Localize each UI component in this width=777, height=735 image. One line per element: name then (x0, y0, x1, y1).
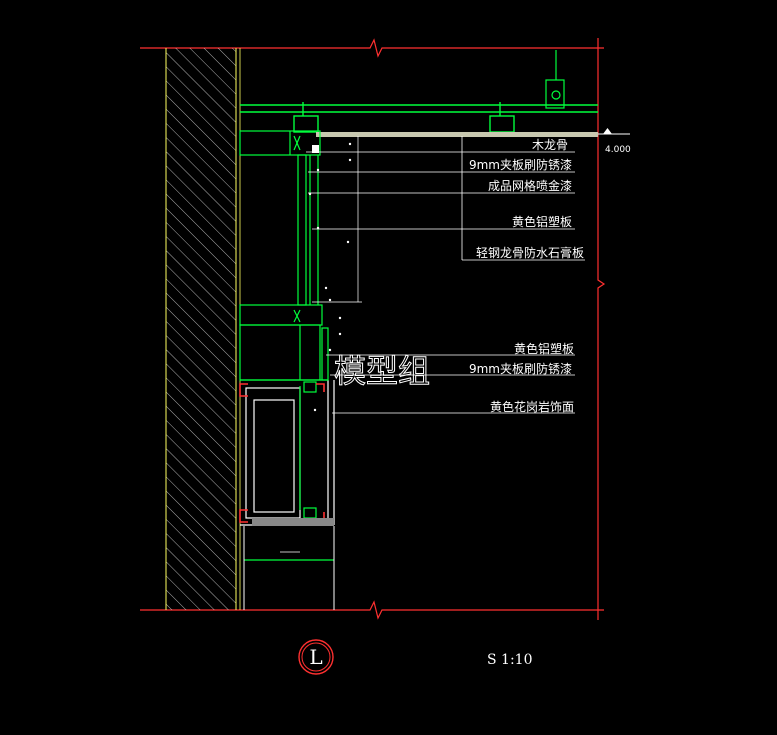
label-gypsum-board: 轻钢龙骨防水石膏板 (476, 245, 584, 260)
label-yellow-alu-bottom: 黄色铝塑板 (514, 341, 574, 356)
section-letter: L (309, 645, 322, 669)
upper-panel (239, 130, 323, 381)
ceiling-board (316, 132, 598, 137)
right-extent-line (597, 38, 606, 620)
break-line-top (140, 38, 604, 58)
ceiling-channels (240, 102, 598, 133)
bracket-top (312, 145, 319, 153)
label-yellow-alu-top: 黄色铝塑板 (512, 214, 572, 229)
concrete-wall (165, 48, 241, 610)
label-plywood-top: 9mm夹板刷防锈漆 (469, 157, 572, 172)
label-granite: 黄色花岗岩饰面 (490, 399, 574, 414)
leader-lines (306, 136, 585, 414)
lower-box-green (240, 327, 334, 561)
label-plywood-bottom: 9mm夹板刷防锈漆 (469, 361, 572, 376)
elevation-marker: 4.000 (598, 128, 631, 155)
label-grille-paint: 成品网格喷金漆 (488, 178, 572, 193)
section-mark: L (298, 639, 334, 675)
ceiling-hanger (545, 50, 565, 109)
label-wood-keel: 木龙骨 (532, 138, 568, 152)
elevation-value: 4.000 (605, 145, 631, 155)
lower-box (240, 380, 335, 526)
granite-base (252, 518, 334, 526)
break-line-bottom (140, 600, 604, 620)
lower-box-red (239, 383, 325, 523)
scale-text: S 1:10 (487, 652, 532, 668)
watermark: 模型组 (334, 352, 430, 390)
